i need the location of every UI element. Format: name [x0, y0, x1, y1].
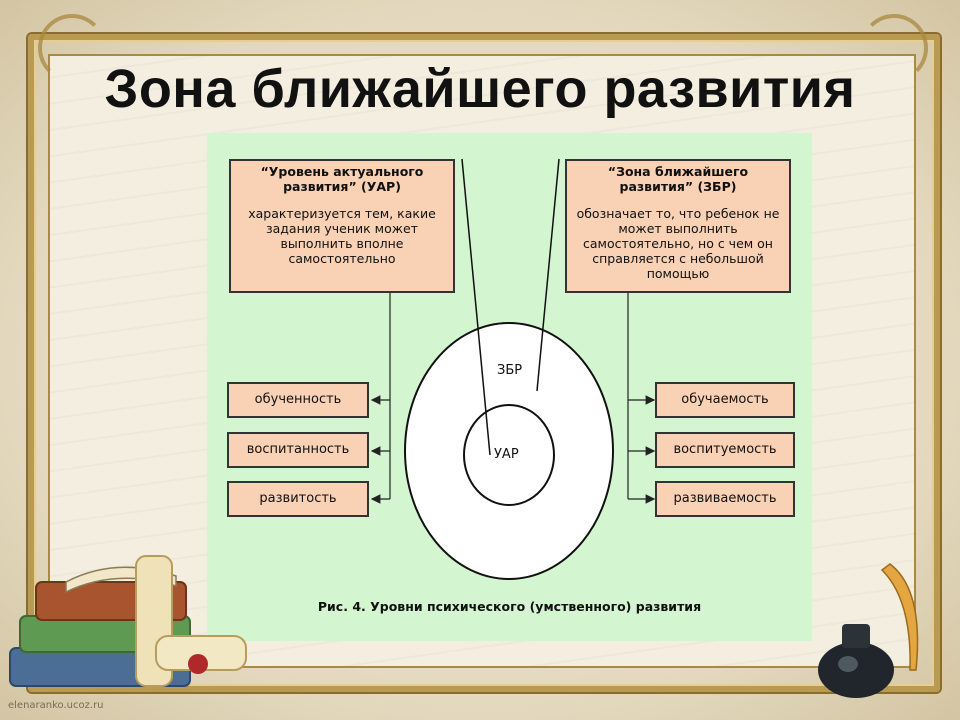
uar-definition-box: “Уровень актуального развития” (УАР) хар…	[229, 159, 455, 293]
books-illustration-icon	[9, 555, 247, 687]
left-item-box: обученность	[227, 382, 369, 418]
zbr-definition-box: “Зона ближайшего развития” (ЗБР) обознач…	[565, 159, 791, 293]
uar-heading: “Уровень актуального развития” (УАР)	[260, 164, 424, 194]
corner-flourish-icon	[38, 14, 106, 82]
diagram-panel: “Уровень актуального развития” (УАР) хар…	[207, 133, 812, 641]
inkwell-quill-icon	[818, 563, 919, 698]
figure-caption: Рис. 4. Уровни психического (умственного…	[317, 599, 702, 614]
right-item-box: развиваемость	[655, 481, 795, 517]
zbr-pointer-line	[536, 158, 560, 392]
decorative-frame	[28, 34, 940, 692]
slide-title: Зона ближайшего развития	[104, 59, 856, 119]
left-item-box: воспитанность	[227, 432, 369, 468]
site-watermark: elenaranko.ucoz.ru	[8, 700, 104, 711]
zbr-heading: “Зона ближайшего развития” (ЗБР)	[607, 164, 749, 194]
uar-circle-label: УАР	[494, 447, 519, 462]
uar-pointer-line	[461, 158, 491, 456]
right-item-box: обучаемость	[655, 382, 795, 418]
zbr-body: обозначает то, что ребенок не может выпо…	[576, 206, 780, 281]
zbr-circle-label: ЗБР	[497, 363, 523, 378]
left-item-box: развитость	[227, 481, 369, 517]
uar-inner-circle	[463, 404, 555, 506]
right-item-box: воспитуемость	[655, 432, 795, 468]
connector-lines	[370, 158, 656, 580]
uar-body: характеризуется тем, какие задания учени…	[248, 206, 436, 266]
